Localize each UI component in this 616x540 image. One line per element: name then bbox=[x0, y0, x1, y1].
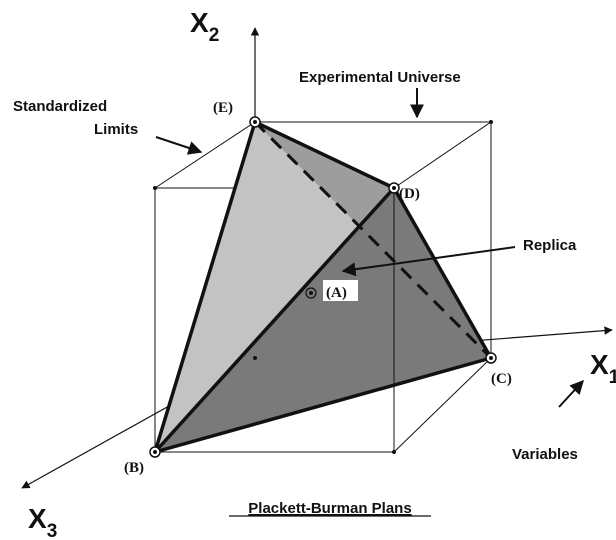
hidden-edge-ec bbox=[253, 120, 493, 360]
cube-corner-dots bbox=[153, 120, 493, 454]
face-bottom bbox=[155, 188, 491, 452]
point-label-a: (A) bbox=[326, 285, 347, 301]
standardized-limits-arrow bbox=[155, 136, 203, 155]
variables-arrow bbox=[558, 379, 584, 408]
diagram-caption: Plackett-Burman Plans bbox=[248, 500, 411, 517]
axis-label-x1: X1 bbox=[590, 349, 616, 388]
vertex-b-marker bbox=[149, 446, 161, 458]
experimental-universe-label: Experimental Universe bbox=[299, 69, 461, 86]
variables-label: Variables bbox=[512, 446, 578, 463]
vertex-e-marker bbox=[249, 116, 261, 128]
axis-label-x3: X3 bbox=[28, 503, 57, 540]
replica-arrow bbox=[341, 246, 516, 277]
axis-label-x2: X2 bbox=[190, 7, 219, 46]
cube-front-edges bbox=[154, 188, 492, 453]
vertex-markers bbox=[149, 116, 497, 458]
vertex-d-marker bbox=[388, 182, 400, 194]
point-label-d: (D) bbox=[399, 186, 420, 202]
face-left bbox=[155, 122, 394, 452]
replica-a-marker bbox=[305, 287, 317, 299]
point-label-b: (B) bbox=[124, 460, 144, 476]
point-label-e: (E) bbox=[213, 100, 233, 116]
vertex-c-marker bbox=[485, 352, 497, 364]
standardized-limits-label: Standardized Limits bbox=[13, 98, 138, 138]
replica-label: Replica bbox=[523, 237, 577, 254]
tetrahedron-edges bbox=[153, 120, 493, 454]
point-label-c: (C) bbox=[491, 371, 512, 387]
point-label-a-bg bbox=[323, 280, 358, 301]
